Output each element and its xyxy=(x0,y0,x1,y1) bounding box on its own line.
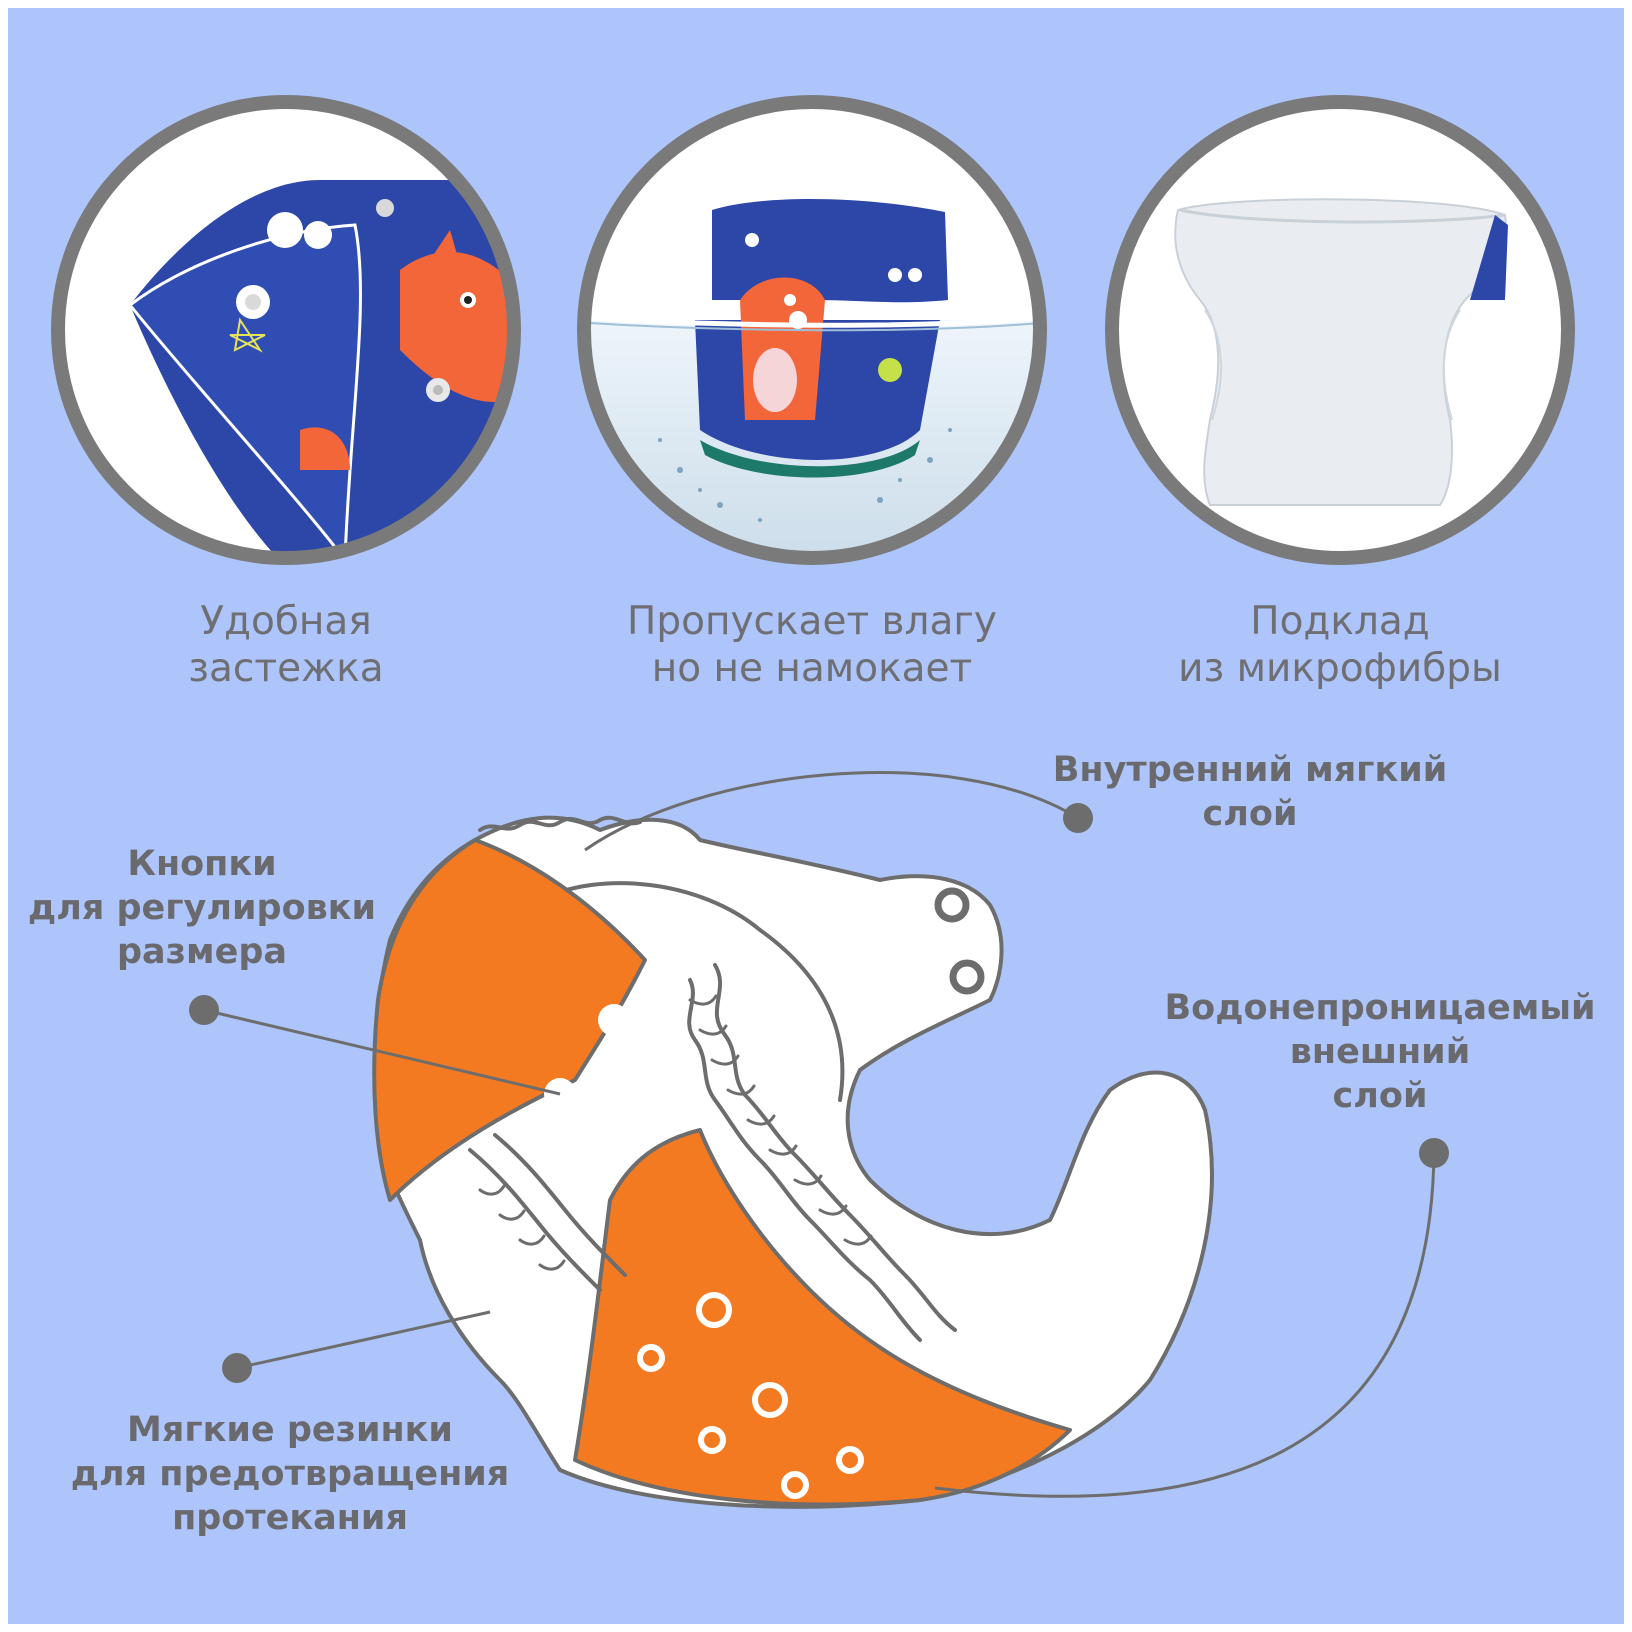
elastic-stitches xyxy=(478,994,873,1271)
ruffle-top xyxy=(478,815,642,832)
elastic-wave-2 xyxy=(713,963,957,1332)
callout-dot-inner-layer xyxy=(1063,803,1093,833)
feature-caption-closure: Удобная застежка xyxy=(126,598,446,692)
callout-line-snaps xyxy=(203,1008,561,1096)
feature-caption-line: но не намокает xyxy=(651,646,973,691)
orange-waist-panel xyxy=(372,838,647,1202)
elastic-wave-3 xyxy=(468,1148,602,1292)
label-line: внешний xyxy=(1289,1032,1471,1072)
label-line: размера xyxy=(116,932,288,972)
feature-caption-waterproof: Пропускает влагу но не намокает xyxy=(592,598,1032,692)
microfiber-lining-photo xyxy=(1105,95,1575,565)
callout-dot-snaps xyxy=(189,995,219,1025)
feature-caption-line: из микрофибры xyxy=(1178,646,1502,691)
snap-closeup-photo xyxy=(51,95,521,565)
callout-line-inner-layer xyxy=(584,771,1079,852)
label-line: для предотвращения xyxy=(70,1454,510,1494)
diaper-diagram xyxy=(372,815,1214,1509)
snap-back-1 xyxy=(934,887,970,923)
callout-dot-outer-layer xyxy=(1419,1138,1449,1168)
callout-line-elastics xyxy=(236,1310,491,1370)
snap-rings-front xyxy=(637,1292,864,1499)
feature-caption-microfiber: Подклад из микрофибры xyxy=(1140,598,1540,692)
label-elastics: Мягкие резинки для предотвращения протек… xyxy=(60,1408,520,1540)
snap-back-2 xyxy=(949,959,985,995)
label-line: Водонепроницаемый xyxy=(1164,988,1596,1028)
label-line: для регулировки xyxy=(27,888,377,928)
callout-lines xyxy=(203,771,1436,1498)
label-line: протекания xyxy=(172,1498,408,1538)
label-line: Кнопки xyxy=(127,844,277,884)
feature-caption-line: Подклад xyxy=(1250,599,1430,644)
elastic-wave-1 xyxy=(687,978,922,1342)
label-line: слой xyxy=(1202,794,1298,834)
label-snaps: Кнопки для регулировки размера xyxy=(22,842,382,974)
callout-dot-elastics xyxy=(222,1353,252,1383)
water-diaper-photo xyxy=(577,95,1047,565)
callout-line-outer-layer xyxy=(934,1152,1436,1498)
label-line: Внутренний мягкий xyxy=(1052,750,1448,790)
feature-caption-line: Удобная xyxy=(200,599,372,644)
label-inner-layer: Внутренний мягкий слой xyxy=(1030,748,1470,836)
feature-caption-line: Пропускает влагу xyxy=(627,599,997,644)
diaper-inner-fold xyxy=(538,881,845,1102)
label-line: Мягкие резинки xyxy=(127,1410,453,1450)
label-line: слой xyxy=(1332,1076,1428,1116)
snap-waist-1 xyxy=(598,1004,630,1036)
label-outer-layer: Водонепроницаемый внешний слой xyxy=(1150,986,1610,1118)
feature-caption-line: застежка xyxy=(188,646,384,691)
elastic-wave-4 xyxy=(493,1133,627,1277)
orange-front-panel xyxy=(573,1128,1072,1507)
